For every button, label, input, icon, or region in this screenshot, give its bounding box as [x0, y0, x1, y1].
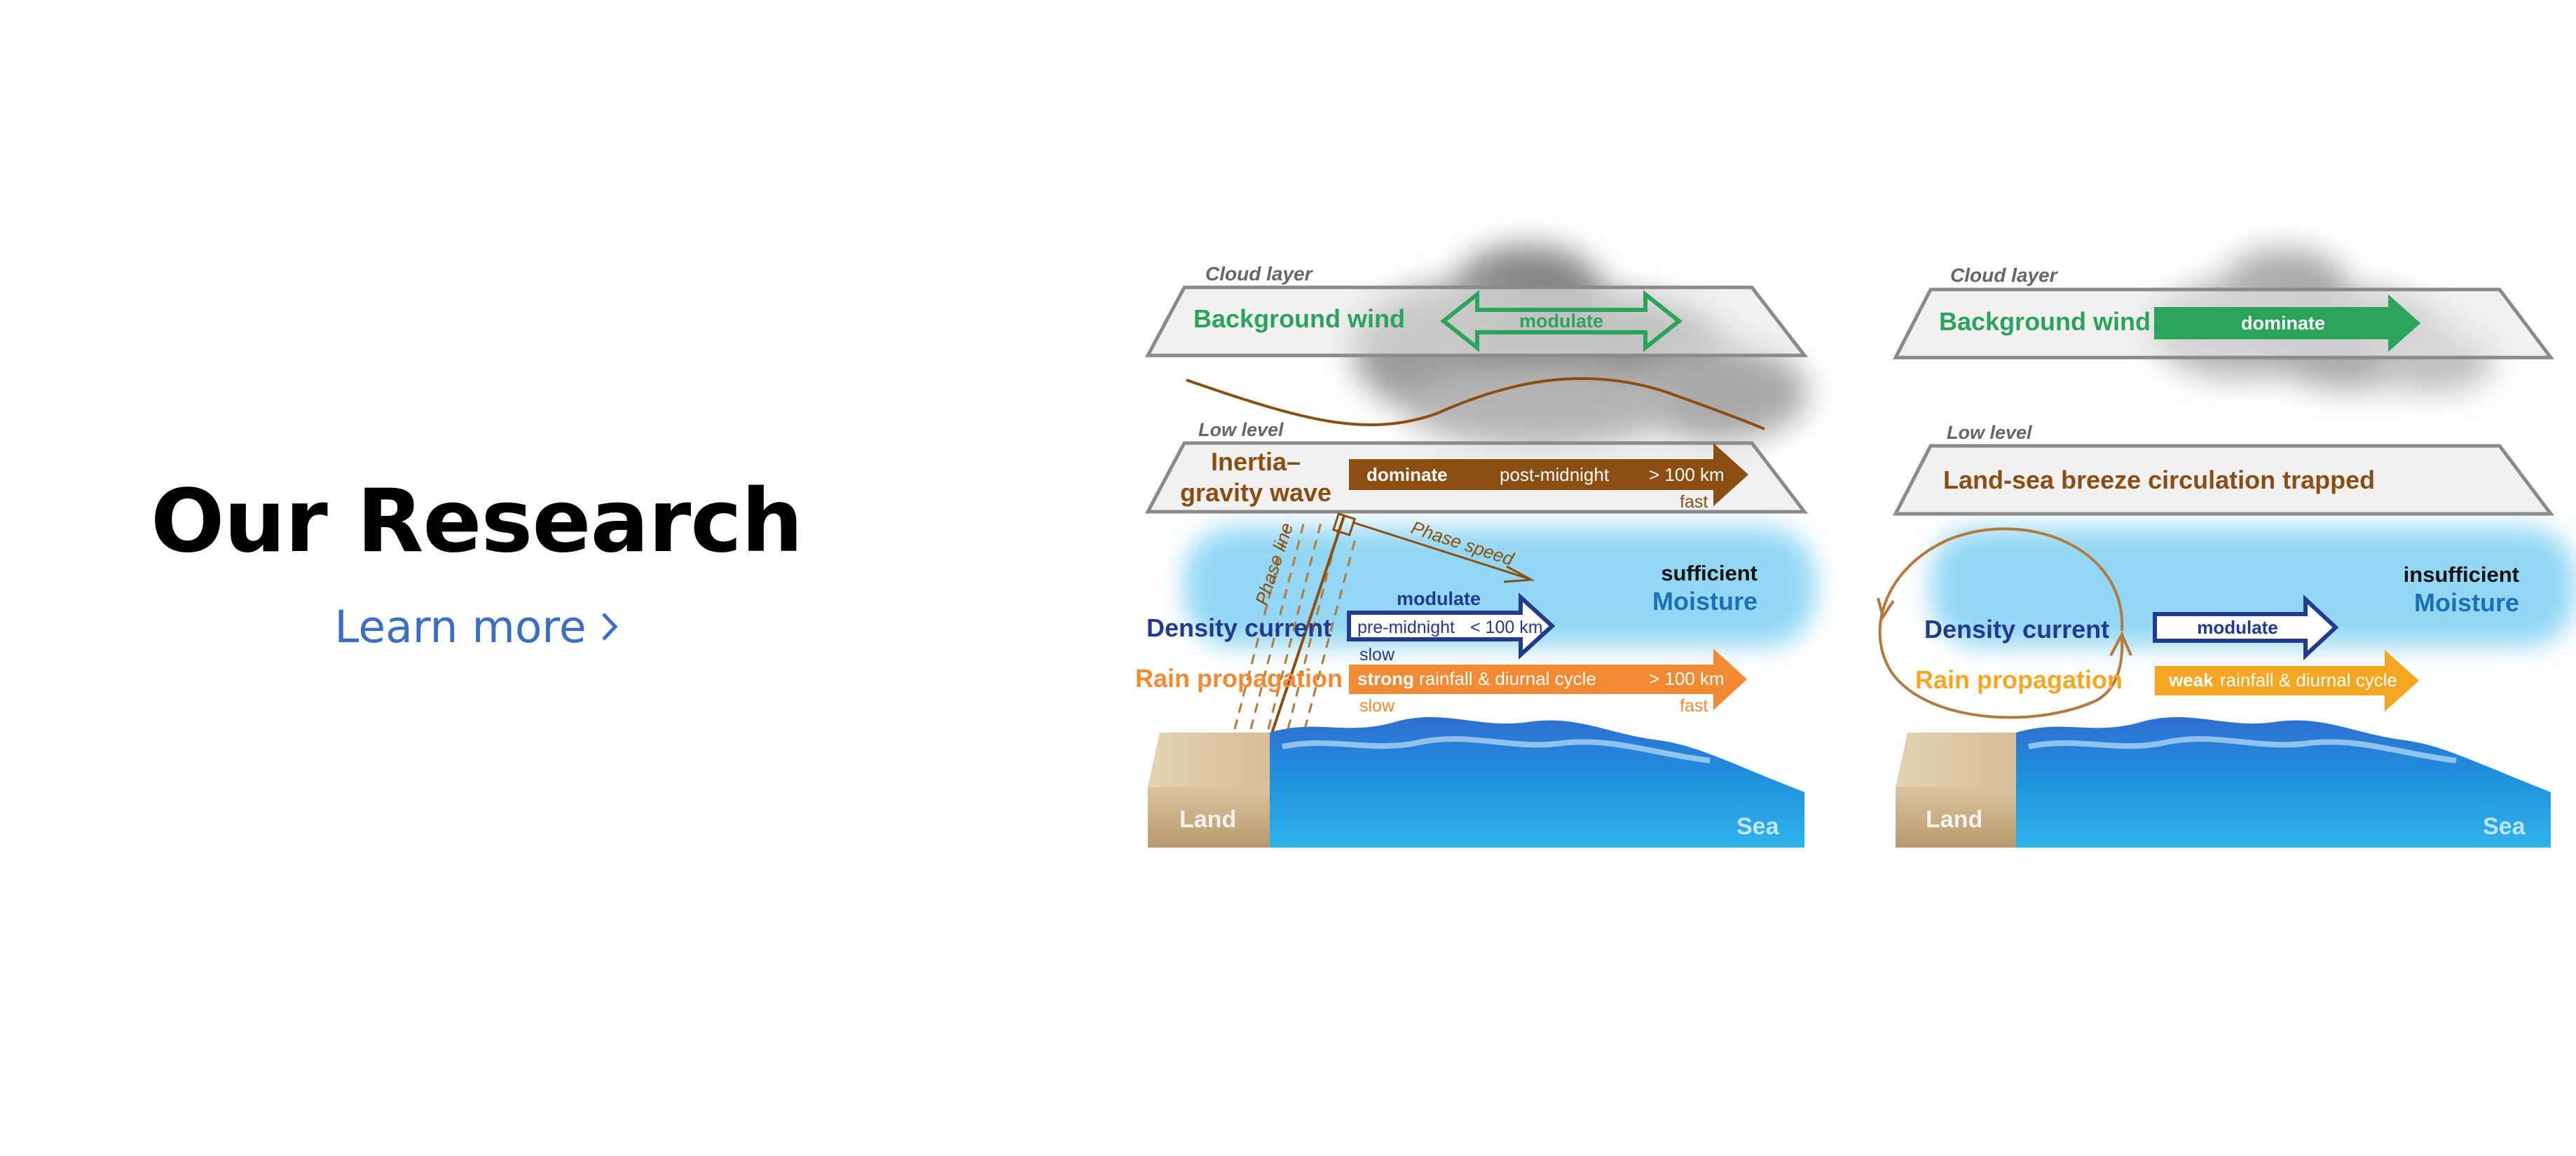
sea-foam-right: [2028, 736, 2457, 763]
land-label-left: Land: [1179, 806, 1236, 833]
background-wind-label-right: Background wind: [1939, 307, 2151, 336]
phase-speed-arrowhead: [1503, 565, 1535, 583]
sea-block-left: [1270, 716, 1804, 848]
land-top-left: [1148, 733, 1270, 787]
density-arrow-word-right: modulate: [2197, 617, 2278, 638]
sea-block-right: [2016, 716, 2551, 848]
left-panel: Cloud layer Background wind modulate Low…: [1135, 245, 1815, 848]
inertia-gravity-label-1: Inertia–: [1211, 447, 1301, 476]
land-block-right: [1896, 787, 2016, 848]
rain-arrow-bold: strong: [1357, 668, 1414, 689]
phase-line-solid: [1268, 515, 1345, 740]
moisture-qualifier-left: sufficient: [1661, 561, 1758, 585]
sea-label-left: Sea: [1736, 813, 1780, 840]
density-speed-slow: slow: [1359, 645, 1395, 665]
rain-arrow-right: [2155, 650, 2419, 712]
page-title: Our Research: [150, 471, 803, 572]
land-sea-breeze-label: Land-sea breeze circulation trapped: [1943, 465, 2375, 494]
gravity-wave-curve: [1186, 377, 1765, 430]
moisture-qualifier-right: insufficient: [2404, 562, 2519, 587]
cloud-arrow-label: modulate: [1519, 311, 1603, 332]
phase-speed-arrow: [1352, 521, 1528, 580]
cloud-layer-label-right: Cloud layer: [1950, 264, 2059, 286]
moisture-band-left: [1184, 527, 1815, 646]
low-level-label: Low level: [1198, 419, 1284, 440]
dominate-arrow-distance: > 100 km: [1649, 464, 1725, 485]
density-arrow-word: modulate: [1397, 588, 1481, 609]
low-speed-fast: fast: [1680, 492, 1708, 512]
land-label-right: Land: [1926, 806, 1982, 833]
dominate-arrow-timing: post-midnight: [1500, 464, 1610, 485]
rain-speed-fast: fast: [1680, 696, 1708, 716]
density-arrow-distance: < 100 km: [1470, 618, 1543, 637]
moisture-label-right: Moisture: [2414, 588, 2519, 617]
rain-propagation-label: Rain propagation: [1135, 664, 1343, 693]
learn-more-link[interactable]: Learn more: [0, 601, 953, 653]
rain-propagation-label-right: Rain propagation: [1915, 665, 2123, 694]
dominate-arrow-word: dominate: [1366, 464, 1448, 485]
low-level-label-right: Low level: [1947, 422, 2032, 443]
cloud-layer-label: Cloud layer: [1205, 263, 1314, 285]
circulation-loop: [1878, 527, 2124, 719]
dominate-arrow-right: [2154, 294, 2420, 352]
sea-foam-left: [1282, 736, 1711, 763]
land-block-left: [1148, 787, 1270, 848]
inertia-gravity-label-2: gravity wave: [1180, 478, 1331, 507]
circulation-arrowhead-left: [1877, 597, 1895, 620]
rain-arrow-bold-right: weak: [2168, 669, 2214, 691]
moisture-label-left: Moisture: [1652, 587, 1758, 616]
density-current-label-right: Density current: [1924, 615, 2109, 644]
dominate-arrow: [1349, 443, 1748, 506]
sea-label-right: Sea: [2483, 813, 2526, 840]
cloud-arrow-label-right: dominate: [2241, 313, 2325, 334]
rain-speed-slow: slow: [1359, 696, 1395, 716]
density-arrow-outline-right: [2153, 594, 2339, 660]
rain-arrow: [1349, 648, 1747, 710]
modulate-double-arrow: [1440, 290, 1683, 353]
cloud-layer-plane: [1144, 285, 1809, 358]
rain-arrow-distance: > 100 km: [1649, 668, 1725, 689]
rain-arrow-rest: rainfall & diurnal cycle: [1419, 668, 1596, 689]
chevron-right-icon: [601, 613, 618, 641]
hero-text-block: Our Research Learn more: [0, 0, 953, 1156]
right-panel: Cloud layer Background wind dominate Low…: [1877, 249, 2575, 848]
phase-lines: [1233, 518, 1357, 730]
learn-more-label: Learn more: [334, 601, 587, 653]
density-arrow-timing: pre-midnight: [1357, 618, 1455, 637]
low-level-plane-right: [1892, 444, 2555, 516]
density-current-label: Density current: [1146, 613, 1331, 642]
background-wind-label: Background wind: [1193, 304, 1405, 333]
density-arrow-outline: [1347, 592, 1556, 660]
land-top-right: [1896, 733, 2016, 787]
circulation-arrowhead-right: [2109, 631, 2132, 656]
rain-arrow-rest-right: rainfall & diurnal cycle: [2220, 669, 2397, 691]
right-angle-marker: [1331, 512, 1357, 537]
